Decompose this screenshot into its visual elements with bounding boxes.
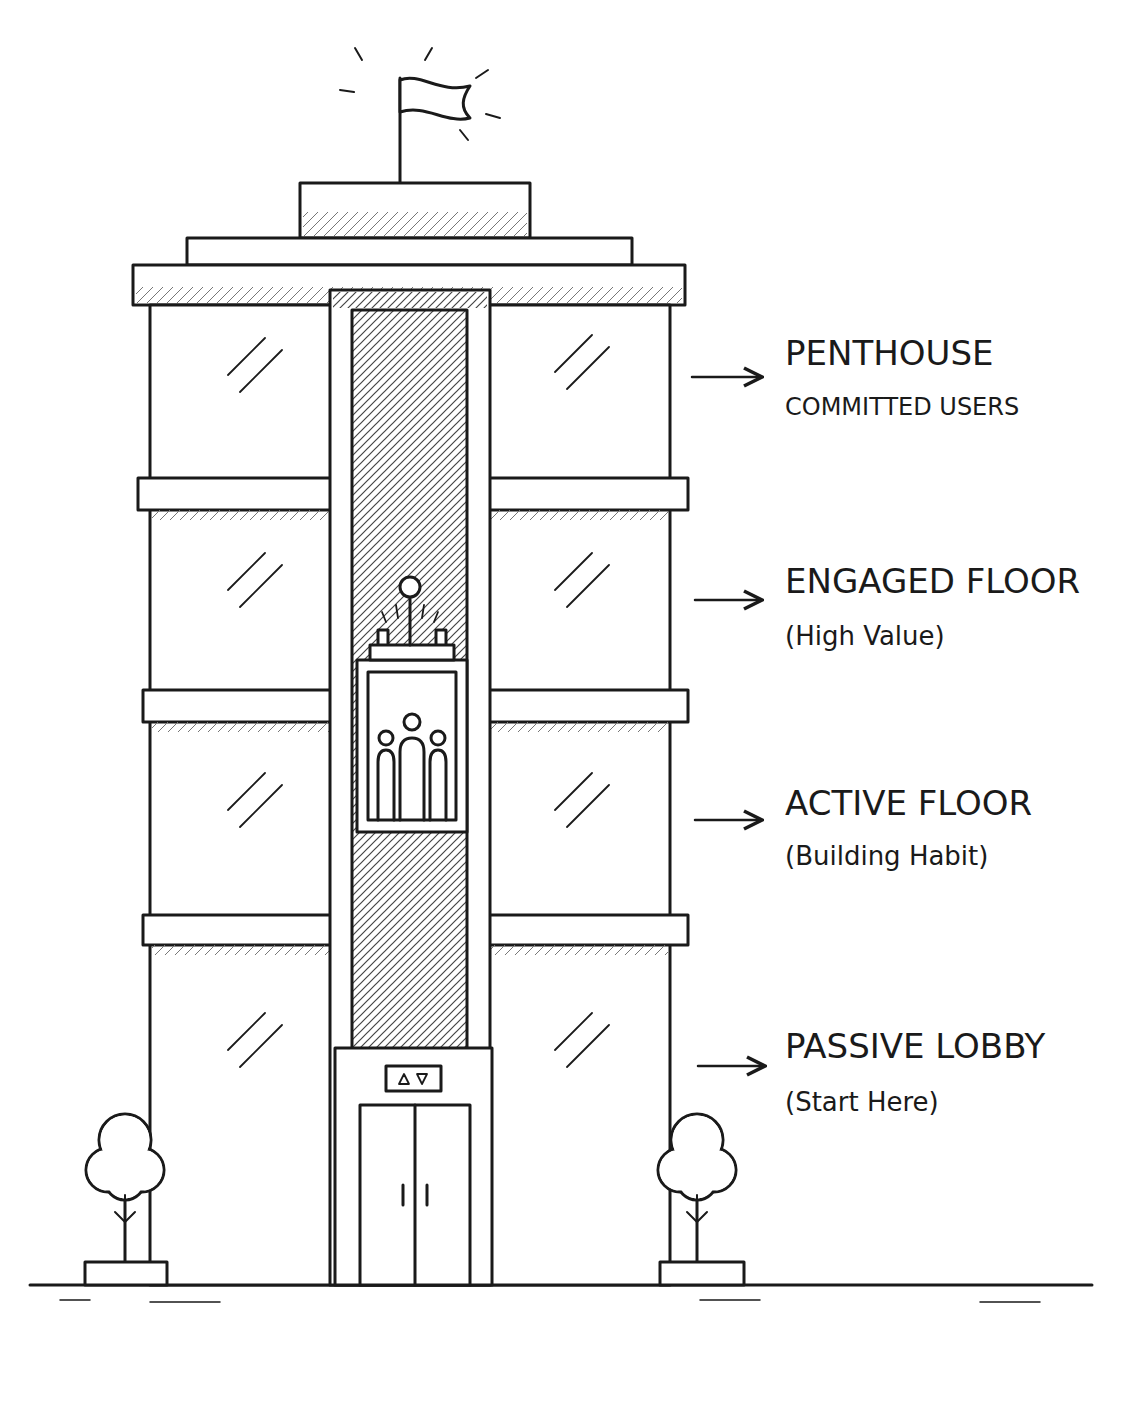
floor-heading: ENGAGED FLOOR <box>785 562 1080 601</box>
entrance <box>399 1074 427 1084</box>
floor-subheading: COMMITTED USERS <box>785 394 1019 422</box>
elevator-cab <box>430 750 446 820</box>
elevator-cab <box>400 738 424 820</box>
tree <box>660 1262 744 1285</box>
roof <box>133 183 685 305</box>
tree <box>658 1114 736 1200</box>
flag <box>400 78 470 119</box>
elevator-shaft <box>352 310 467 1050</box>
elevator-cab <box>368 672 456 820</box>
tree <box>658 1114 744 1285</box>
leader-arrow <box>695 819 762 822</box>
floor-subheading: (Start Here) <box>785 1088 939 1118</box>
elevator-cab <box>431 731 445 745</box>
floor-heading: ACTIVE FLOOR <box>785 784 1032 823</box>
elevator-cab <box>404 714 420 730</box>
elevator-cab <box>370 645 454 660</box>
tree <box>679 1162 716 1199</box>
elevator-cab <box>378 750 394 820</box>
entrance <box>386 1066 441 1091</box>
flag <box>340 48 500 140</box>
entrance <box>414 1105 417 1285</box>
tree <box>673 1116 722 1165</box>
tree <box>115 1195 135 1230</box>
leader-arrow <box>698 1065 765 1068</box>
roof <box>300 183 530 238</box>
elevator-cab <box>400 577 420 597</box>
roof <box>303 212 527 236</box>
floor-heading: PASSIVE LOBBY <box>785 1027 1045 1066</box>
leader-arrow <box>692 376 762 379</box>
elevator-shaft <box>333 292 487 308</box>
tree <box>85 1262 167 1285</box>
tree <box>85 1114 167 1285</box>
entrance <box>335 1048 492 1285</box>
flag <box>340 48 500 183</box>
tree <box>687 1195 707 1230</box>
building-body <box>150 305 670 1285</box>
elevator-cab <box>357 577 467 832</box>
floor-subheading: (High Value) <box>785 622 945 652</box>
entrance <box>360 1105 470 1285</box>
tree <box>101 1116 150 1165</box>
roof <box>187 238 632 265</box>
entrance <box>335 1048 492 1285</box>
elevator-cab <box>357 660 467 832</box>
elevator-cab <box>382 605 438 622</box>
tree <box>86 1114 164 1200</box>
leader-arrow <box>692 377 765 1066</box>
building-body <box>150 305 670 1285</box>
elevator-cab <box>409 597 412 645</box>
ground-line <box>60 1300 1040 1302</box>
entrance <box>402 1185 405 1205</box>
elevator-cab <box>379 731 393 745</box>
tree <box>107 1162 144 1199</box>
floor-subheading: (Building Habit) <box>785 842 988 872</box>
ground-line <box>30 1285 1092 1302</box>
floor-heading: PENTHOUSE <box>785 334 993 373</box>
building-illustration <box>30 48 1092 1302</box>
entrance <box>426 1185 429 1205</box>
leader-arrow <box>695 599 762 602</box>
